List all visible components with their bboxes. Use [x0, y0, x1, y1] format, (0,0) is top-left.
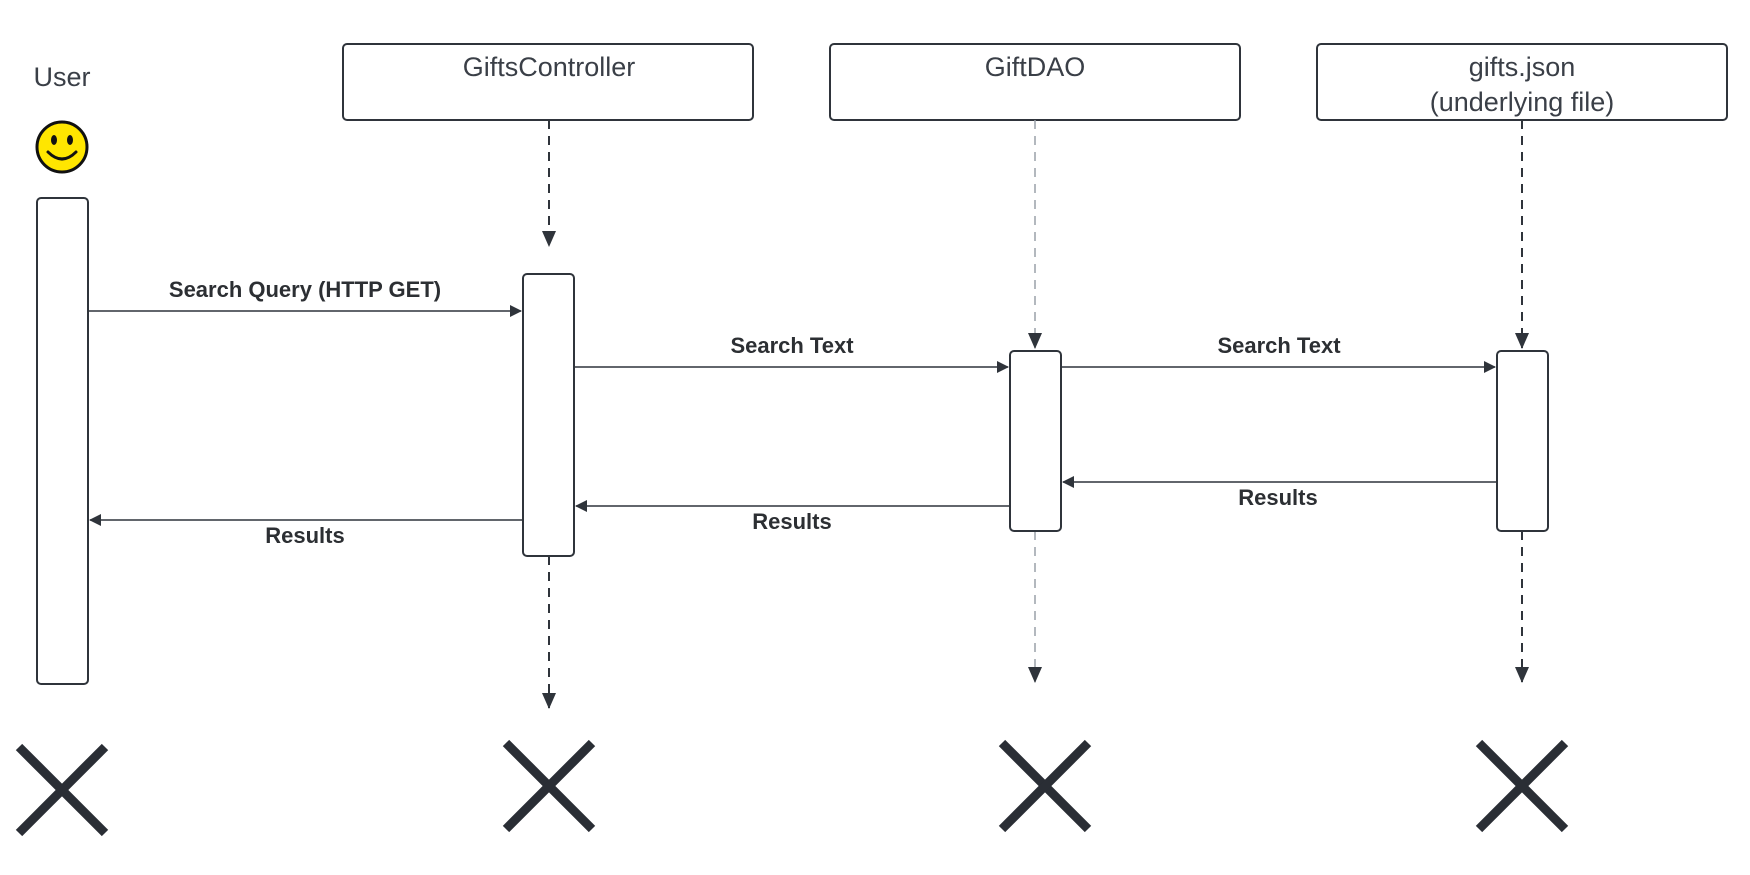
x-mark-icon	[15, 743, 109, 837]
message-search-query[interactable]: Search Query (HTTP GET)	[88, 277, 522, 317]
message-search-text-to-dao[interactable]: Search Text	[574, 333, 1009, 373]
message-search-text-to-file[interactable]: Search Text	[1061, 333, 1496, 373]
activation-bar-giftscontroller[interactable]	[522, 273, 575, 557]
message-search-text-to-dao-label: Search Text	[730, 333, 854, 358]
participant-giftscontroller-label: GiftsController	[463, 52, 636, 82]
lifeline-gifts-json	[1515, 120, 1529, 683]
x-mark-icon	[998, 739, 1092, 833]
message-results-file-to-dao[interactable]: Results	[1062, 476, 1497, 510]
participant-gifts-json-label: gifts.json	[1469, 52, 1576, 82]
lifeline-giftdao	[1028, 120, 1042, 683]
message-search-query-label: Search Query (HTTP GET)	[169, 277, 441, 302]
message-results-controller-to-user[interactable]: Results	[89, 514, 523, 548]
x-mark-icon	[502, 739, 596, 833]
participant-giftscontroller[interactable]: GiftsController	[342, 43, 754, 121]
participant-giftdao-label: GiftDAO	[985, 52, 1086, 82]
participant-gifts-json[interactable]: gifts.json (underlying file)	[1316, 43, 1728, 121]
message-results-controller-to-user-label: Results	[265, 523, 344, 548]
x-mark-icon	[1475, 739, 1569, 833]
lifeline-giftscontroller	[542, 120, 556, 709]
smiley-face-icon	[35, 120, 89, 174]
message-results-file-to-dao-label: Results	[1238, 485, 1317, 510]
message-results-dao-to-controller-label: Results	[752, 509, 831, 534]
message-results-dao-to-controller[interactable]: Results	[575, 500, 1010, 534]
participant-user-label: User	[33, 62, 90, 92]
participant-giftdao[interactable]: GiftDAO	[829, 43, 1241, 121]
activation-bar-giftdao[interactable]	[1009, 350, 1062, 532]
participant-user[interactable]: User	[33, 62, 91, 174]
message-search-text-to-file-label: Search Text	[1217, 333, 1341, 358]
participant-gifts-json-sublabel: (underlying file)	[1430, 87, 1615, 117]
activation-bar-gifts-json[interactable]	[1496, 350, 1549, 532]
activation-bar-user[interactable]	[36, 197, 89, 685]
